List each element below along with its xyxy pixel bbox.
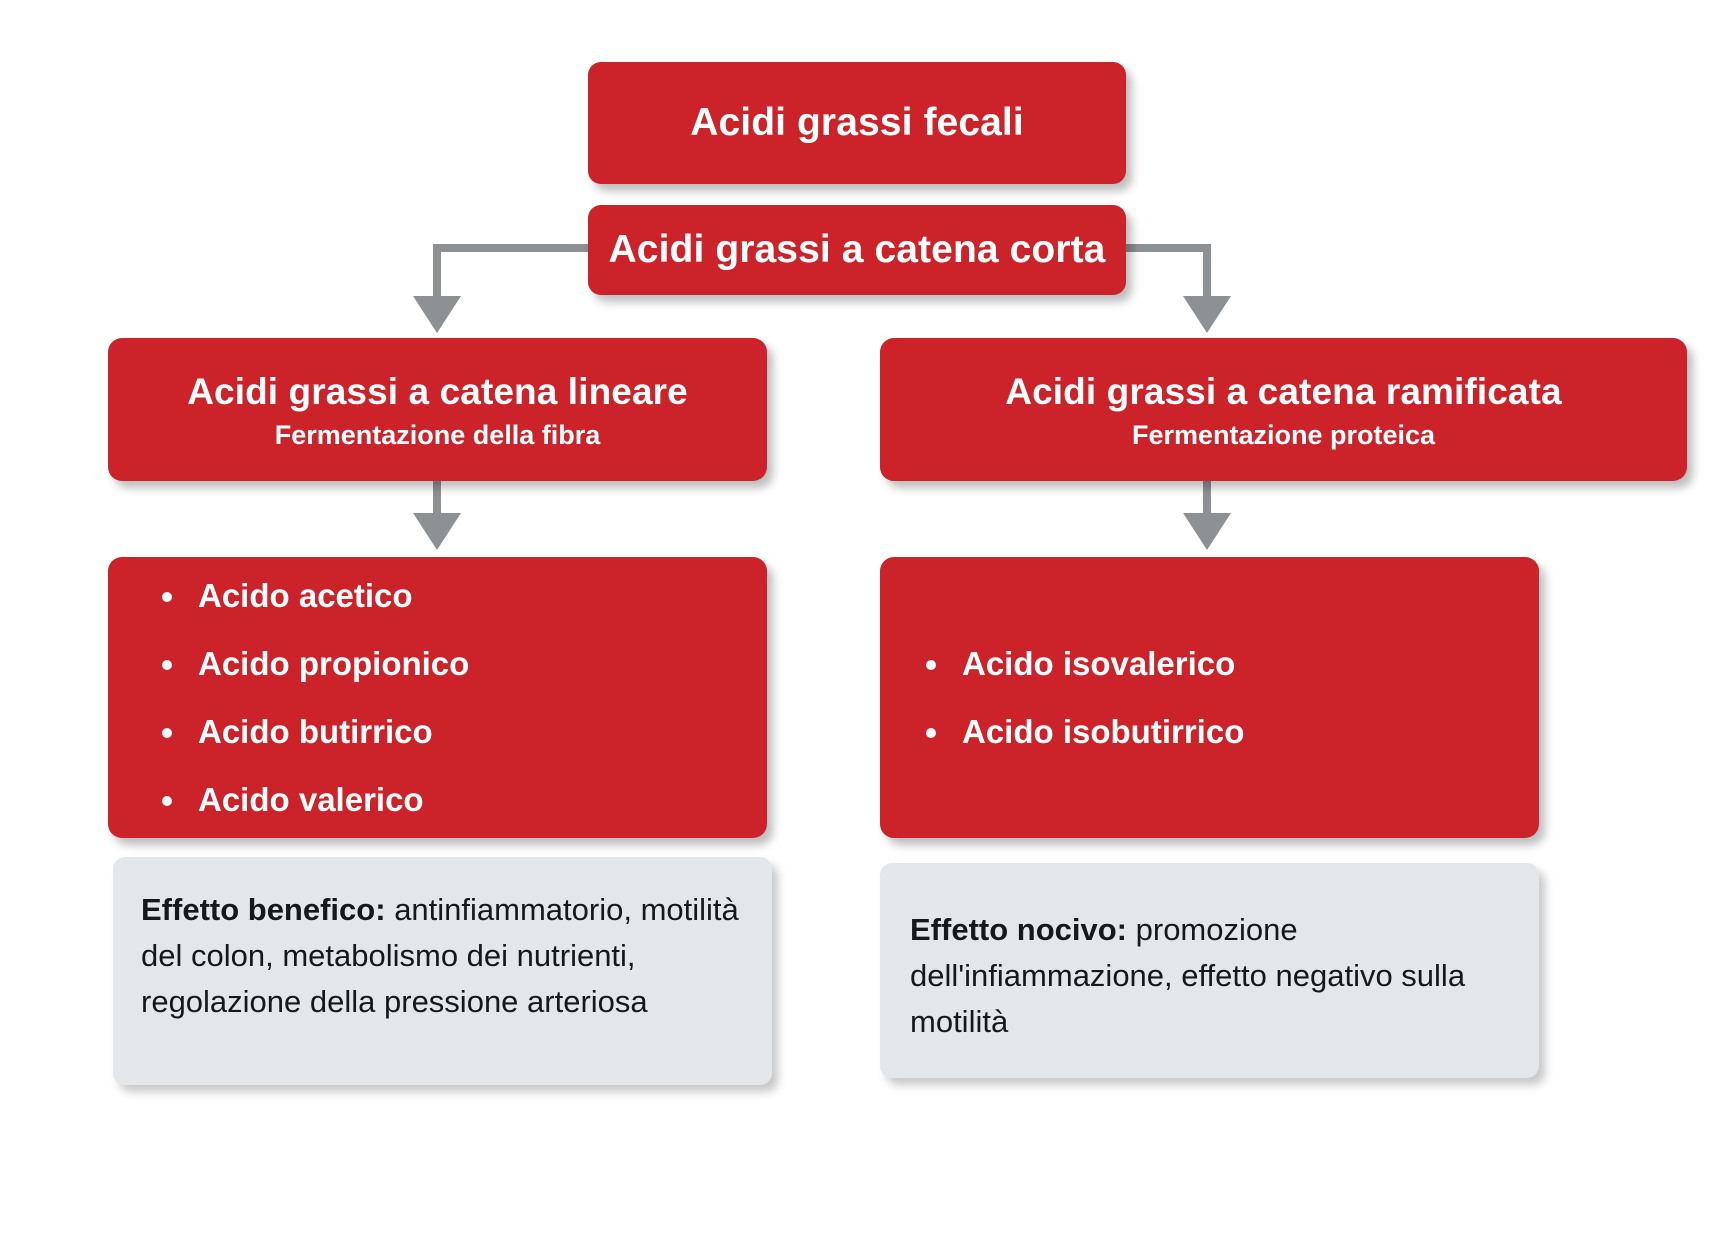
node-acidi-grassi-fecali: Acidi grassi fecali [588, 62, 1126, 184]
arrowhead-linear-to-list [413, 513, 461, 550]
effect-box-beneficial: Effetto benefico: antinfiammatorio, moti… [113, 857, 772, 1085]
node-root-label: Acidi grassi fecali [690, 101, 1024, 144]
arrowhead-scfa-to-branched [1183, 296, 1231, 333]
connector-scfa-to-branched [1126, 244, 1211, 298]
node-linear-label: Acidi grassi a catena lineare [187, 370, 688, 412]
node-branched-label: Acidi grassi a catena ramificata [1005, 370, 1562, 412]
effect-box-harmful: Effetto nocivo: promozione dell'infiamma… [880, 863, 1539, 1078]
list-item: Acido acetico [156, 574, 767, 617]
arrowhead-branched-to-list [1183, 513, 1231, 550]
node-acidi-grassi-catena-corta: Acidi grassi a catena corta [588, 205, 1126, 295]
list-item: Acido propionico [156, 642, 767, 685]
list-item: Acido isovalerico [920, 642, 1539, 685]
effect-left-label: Effetto benefico: [141, 892, 386, 927]
list-item: Acido valerico [156, 778, 767, 821]
linear-acids-bullets: Acido acetico Acido propionico Acido but… [108, 574, 767, 821]
node-acidi-grassi-catena-lineare: Acidi grassi a catena lineare Fermentazi… [108, 338, 767, 481]
effect-left-text: antinfiammatorio, motilità del colon, me… [141, 892, 739, 1019]
node-branched-sublabel: Fermentazione proteica [1131, 419, 1436, 450]
connector-scfa-to-linear [433, 244, 588, 298]
arrowhead-scfa-to-linear [413, 296, 461, 333]
list-item: Acido isobutirrico [920, 710, 1539, 753]
node-branched-acids-list: Acido isovalerico Acido isobutirrico [880, 557, 1539, 838]
node-linear-sublabel: Fermentazione della fibra [274, 419, 601, 450]
node-linear-acids-list: Acido acetico Acido propionico Acido but… [108, 557, 767, 838]
list-item: Acido butirrico [156, 710, 767, 753]
effect-right-body: Effetto nocivo: promozione dell'infiamma… [910, 907, 1509, 1045]
effect-left-body: Effetto benefico: antinfiammatorio, moti… [141, 887, 744, 1025]
effect-right-label: Effetto nocivo: [910, 912, 1127, 947]
branched-acids-bullets: Acido isovalerico Acido isobutirrico [880, 642, 1539, 753]
node-acidi-grassi-catena-ramificata: Acidi grassi a catena ramificata Ferment… [880, 338, 1687, 481]
effect-right-text: promozione dell'infiammazione, effetto n… [910, 912, 1466, 1039]
node-scfa-label: Acidi grassi a catena corta [608, 228, 1106, 271]
